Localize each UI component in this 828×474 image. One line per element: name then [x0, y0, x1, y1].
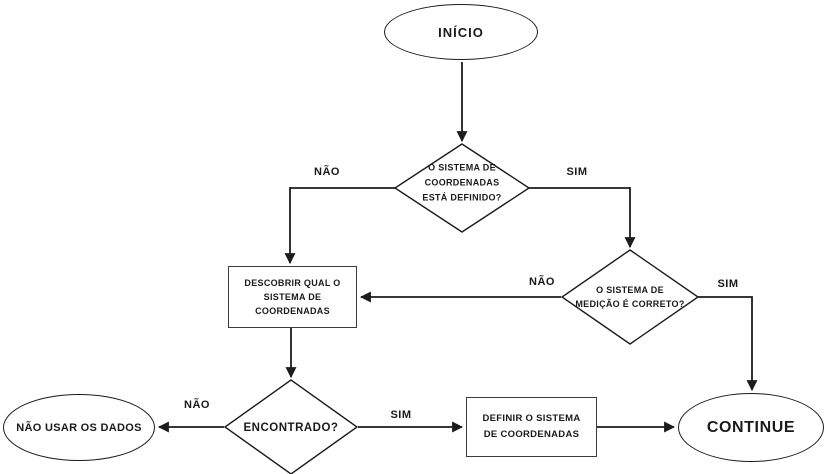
label-coordinates-no: NÃO — [314, 166, 340, 178]
dont-use-end-node: NÃO USAR OS DADOS — [3, 394, 155, 461]
edge-measurement-yes-to-continue — [698, 296, 758, 392]
decision-coordinates-line2: COORDENADAS — [424, 177, 500, 188]
decision-coordinates-line1: O SISTEMA DE — [428, 162, 496, 173]
decision-coordinates-node: O SISTEMA DE COORDENADAS ESTÁ DEFINIDO? — [407, 161, 517, 206]
continue-end-label: CONTINUE — [706, 418, 796, 436]
label-coordinates-yes: SIM — [566, 166, 588, 178]
define-process-line1: DEFINIR O SISTEMA — [482, 413, 581, 424]
discover-process-node: DESCOBRIR QUAL O SISTEMA DE COORDENADAS — [228, 266, 357, 328]
start-node: INÍCIO — [384, 4, 538, 60]
decision-coordinates-shape — [393, 143, 531, 233]
decision-measurement-line1: O SISTEMA DE — [596, 285, 664, 295]
edge-coordinates-no-to-discover — [284, 187, 396, 265]
define-process-node: DEFINIR O SISTEMA DE COORDENADAS — [466, 397, 597, 457]
decision-measurement-line2: MEDIÇÃO É CORRETO? — [575, 299, 685, 309]
decision-found-node: ENCONTRADO? — [231, 422, 351, 434]
decision-found-shape — [223, 379, 359, 474]
continue-end-node: CONTINUE — [678, 393, 824, 462]
label-found-no: NÃO — [184, 399, 210, 411]
discover-process-line2: SISTEMA DE COORDENADAS — [255, 292, 330, 316]
decision-measurement-shape — [560, 249, 700, 345]
label-measurement-no: NÃO — [529, 276, 555, 288]
edge-coordinates-yes-to-measurement — [529, 187, 636, 249]
label-measurement-yes: SIM — [717, 278, 739, 290]
label-found-yes: SIM — [390, 409, 412, 421]
define-process-line2: DE COORDENADAS — [483, 429, 580, 440]
start-node-label: INÍCIO — [438, 24, 484, 40]
decision-coordinates-line3: ESTÁ DEFINIDO? — [422, 192, 502, 203]
decision-measurement-node: O SISTEMA DE MEDIÇÃO É CORRETO? — [565, 283, 695, 311]
dont-use-end-label: NÃO USAR OS DADOS — [16, 421, 142, 434]
discover-process-line1: DESCOBRIR QUAL O — [244, 278, 341, 288]
decision-found-label: ENCONTRADO? — [243, 422, 339, 434]
